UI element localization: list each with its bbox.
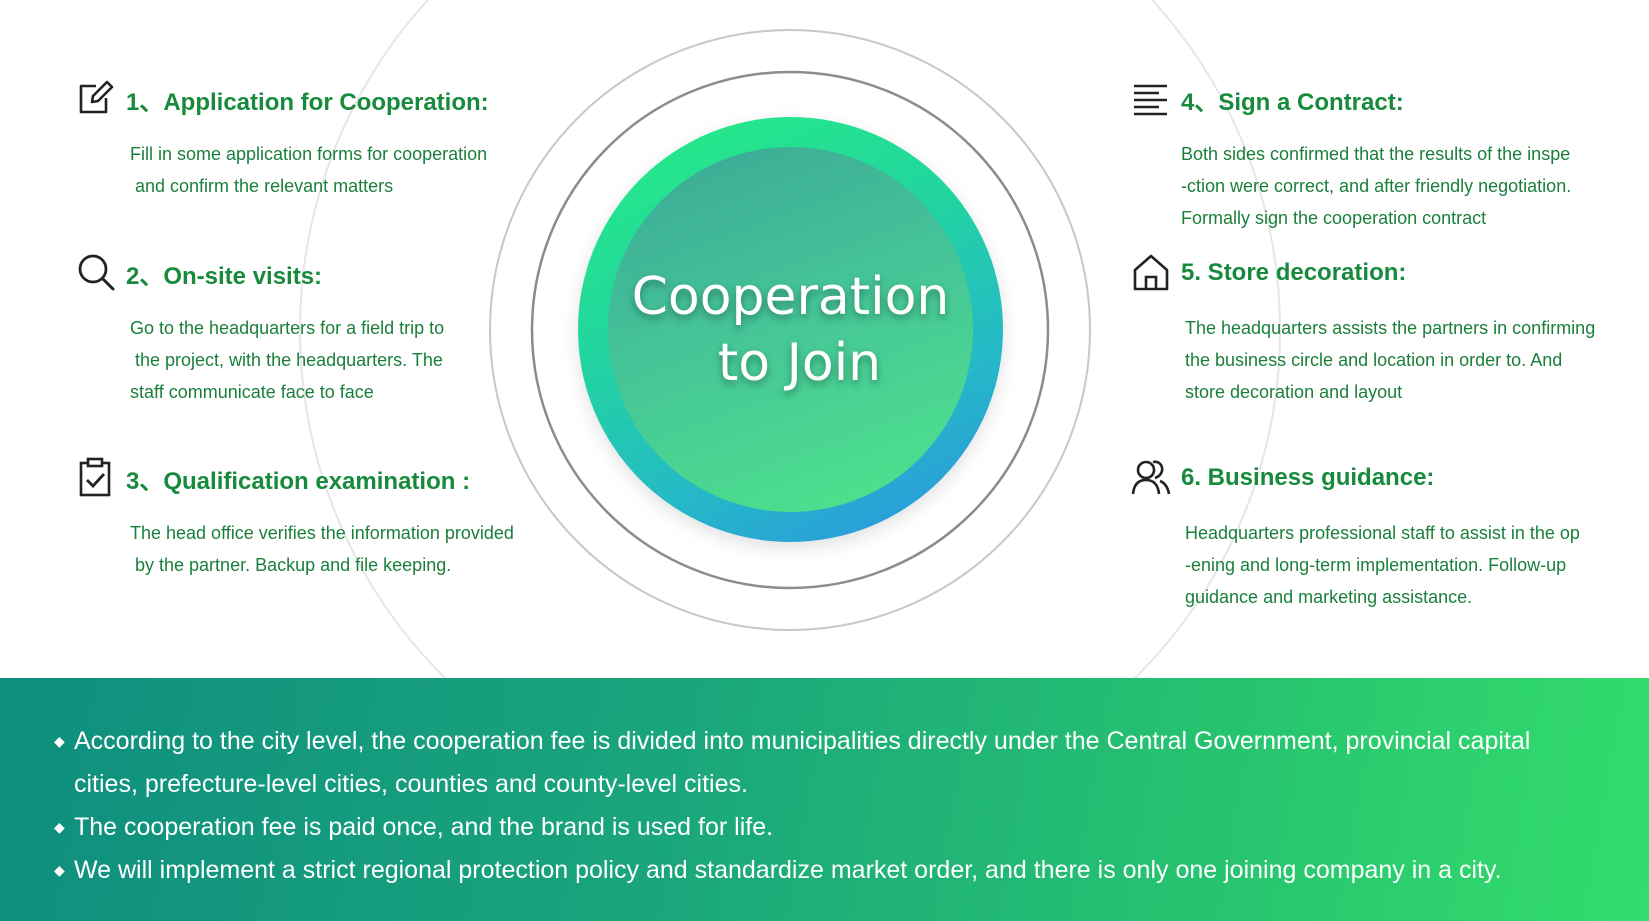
search-icon bbox=[76, 252, 118, 294]
step-description: Both sides confirmed that the results of… bbox=[1181, 138, 1571, 234]
note-item: ◆ The cooperation fee is paid once, and … bbox=[54, 806, 1614, 849]
diamond-bullet-icon: ◆ bbox=[54, 819, 65, 835]
step-description: Go to the headquarters for a field trip … bbox=[130, 312, 444, 408]
desc-line: -ction were correct, and after friendly … bbox=[1181, 176, 1572, 196]
note-text: We will implement a strict regional prot… bbox=[74, 856, 1502, 884]
desc-line: Headquarters professional staff to assis… bbox=[1185, 523, 1580, 543]
center-circle: Cooperation to Join bbox=[578, 117, 1003, 542]
note-item: ◆ We will implement a strict regional pr… bbox=[54, 849, 1614, 892]
desc-line: guidance and marketing assistance. bbox=[1185, 587, 1473, 607]
note-text: According to the city level, the coopera… bbox=[74, 727, 1531, 755]
desc-line: staff communicate face to face bbox=[130, 382, 374, 402]
step-description: Fill in some application forms for coope… bbox=[130, 138, 487, 202]
notes-list: ◆ According to the city level, the coope… bbox=[54, 720, 1614, 892]
desc-line: Formally sign the cooperation contract bbox=[1181, 208, 1487, 228]
desc-line: Both sides confirmed that the results of… bbox=[1181, 144, 1571, 164]
center-inner-circle bbox=[608, 147, 973, 512]
step-description: The headquarters assists the partners in… bbox=[1185, 312, 1595, 408]
center-title-line2: to Join bbox=[717, 332, 882, 393]
desc-line: Fill in some application forms for coope… bbox=[130, 144, 488, 164]
align-left-icon bbox=[1131, 78, 1173, 120]
home-icon bbox=[1131, 252, 1173, 294]
clipboard-check-icon bbox=[76, 457, 118, 499]
desc-line: store decoration and layout bbox=[1185, 382, 1403, 402]
step-title: 5. Store decoration: bbox=[1181, 259, 1407, 286]
notes-band: ◆ According to the city level, the coope… bbox=[0, 678, 1649, 921]
note-item: ◆ According to the city level, the coope… bbox=[54, 720, 1614, 806]
step-title: 4、Sign a Contract: bbox=[1181, 88, 1404, 116]
step-title: 2、On-site visits: bbox=[126, 262, 323, 290]
desc-line: The head office verifies the information… bbox=[130, 523, 514, 543]
desc-line: The headquarters assists the partners in… bbox=[1185, 318, 1596, 338]
center-title: Cooperation to Join bbox=[578, 117, 1003, 542]
note-text: The cooperation fee is paid once, and th… bbox=[74, 813, 774, 841]
step-description: Headquarters professional staff to assis… bbox=[1185, 517, 1580, 613]
step-description: The head office verifies the information… bbox=[130, 517, 514, 581]
desc-line: by the partner. Backup and file keeping. bbox=[130, 555, 452, 575]
note-text: cities, prefecture-level cities, countie… bbox=[74, 770, 748, 798]
diamond-bullet-icon: ◆ bbox=[54, 733, 65, 749]
desc-line: -ening and long-term implementation. Fol… bbox=[1185, 555, 1567, 575]
step-title: 1、Application for Cooperation: bbox=[126, 88, 489, 116]
center-title-line1: Cooperation bbox=[631, 266, 950, 327]
desc-line: the business circle and location in orde… bbox=[1185, 350, 1563, 370]
desc-line: Go to the headquarters for a field trip … bbox=[130, 318, 445, 338]
users-icon bbox=[1131, 457, 1173, 499]
desc-line: the project, with the headquarters. The bbox=[130, 350, 443, 370]
diamond-bullet-icon: ◆ bbox=[54, 862, 65, 878]
step-title: 3、Qualification examination : bbox=[126, 467, 471, 495]
step-title: 6. Business guidance: bbox=[1181, 464, 1435, 491]
desc-line: and confirm the relevant matters bbox=[130, 176, 394, 196]
edit-icon bbox=[76, 78, 118, 120]
